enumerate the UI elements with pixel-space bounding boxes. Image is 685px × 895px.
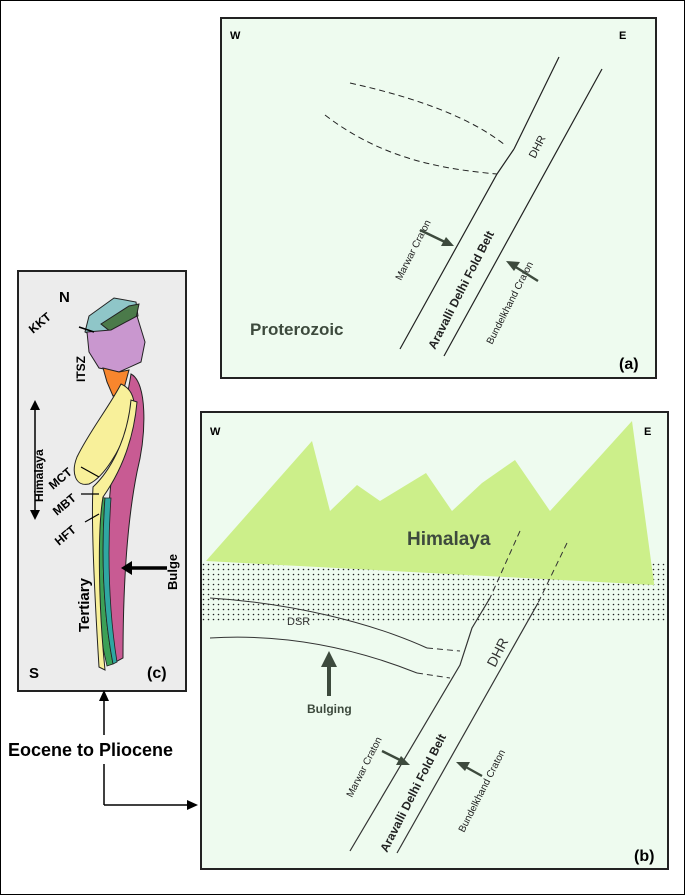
marwar-push-arrow (381, 749, 410, 765)
connector-right-arrow (103, 764, 198, 810)
himalaya-extent-arrow (30, 400, 40, 520)
panel-b-tag: (b) (634, 848, 654, 865)
belt-boundary-west-dashed (489, 530, 521, 599)
east-label: E (644, 426, 651, 438)
himalaya-label: Himalaya (407, 529, 491, 550)
dsr-line-upper-dashed (426, 647, 461, 652)
north-label: N (59, 289, 70, 306)
mct-fault-tick (80, 466, 100, 478)
belt-boundary-east (443, 68, 603, 357)
belt-boundary-west (349, 597, 491, 852)
panel-a-drawing: W E DHR Marwar Craton Aravalli Delhi Fol… (230, 30, 639, 373)
himalaya-label: Himalaya (32, 449, 46, 502)
east-label: E (619, 30, 626, 42)
himalaya-range (206, 421, 654, 585)
panel-c-tag: (c) (147, 665, 167, 682)
bulge-arrow (121, 561, 167, 575)
west-label: W (210, 426, 221, 438)
era-label: Proterozoic (250, 320, 344, 339)
bundelkhand-push-arrow (506, 261, 539, 283)
belt-boundary-east (396, 602, 539, 854)
itsz-label: ITSZ (74, 356, 88, 382)
panel-c-map: N S KKT ITSZ Himalaya MCT MBT HFT Tertia… (17, 270, 187, 692)
panel-a-tag: (a) (619, 356, 639, 373)
yellow-lower-belt (91, 399, 138, 671)
west-label: W (230, 30, 241, 42)
time-period-label: Eocene to Pliocene (8, 740, 174, 760)
panel-c-drawing: N S KKT ITSZ Himalaya MCT MBT HFT Tertia… (26, 289, 180, 682)
belt-boundary-west-lower (399, 148, 515, 350)
panel-b-himalaya: W E Himalaya DSR DHR Marwar Craton Arava… (200, 411, 669, 870)
dsr-label: DSR (287, 616, 310, 628)
dashed-trend-line-upper (349, 82, 506, 146)
dsr-line-lower-dashed (416, 672, 451, 679)
dsr-line-upper (209, 597, 428, 649)
connector-up-arrow (99, 690, 109, 735)
bulging-arrow (321, 651, 337, 696)
hft-fault-tick (84, 513, 100, 523)
tertiary-label: Tertiary (76, 577, 93, 632)
bulge-label: Bulge (165, 554, 180, 590)
cyan-strip (102, 497, 118, 665)
panel-a-proterozoic: W E DHR Marwar Craton Aravalli Delhi Fol… (220, 17, 657, 379)
marwar-push-arrow (419, 228, 454, 246)
lilac-block (86, 315, 146, 373)
belt-boundary-west-upper (513, 56, 560, 150)
panel-b-drawing: W E Himalaya DSR DHR Marwar Craton Arava… (202, 421, 667, 865)
south-label: S (29, 665, 39, 682)
dashed-trend-line-lower (324, 114, 498, 175)
bulging-label: Bulging (307, 702, 352, 716)
bundelkhand-push-arrow (456, 762, 483, 778)
dsr-line-lower (209, 636, 418, 674)
kkt-fault-tick (78, 326, 95, 333)
belt-boundary-east-dashed (537, 542, 568, 604)
